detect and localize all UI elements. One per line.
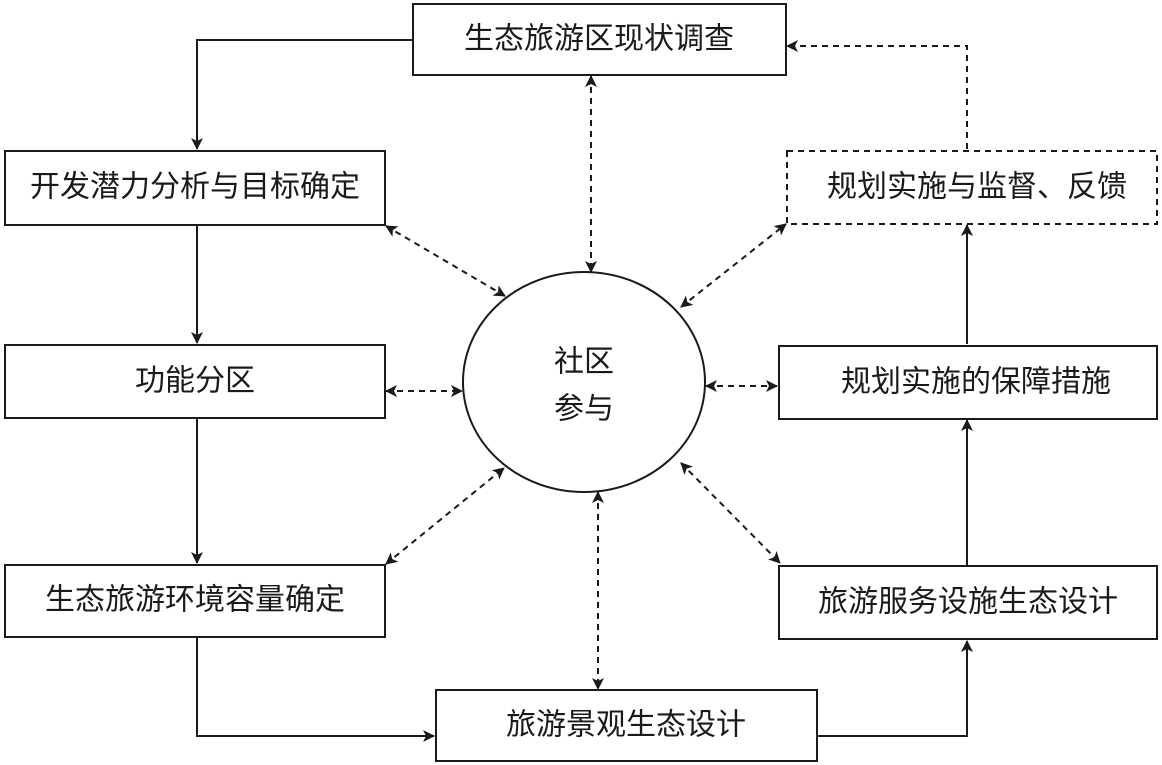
survey-node: 生态旅游区现状调查 [412, 3, 787, 76]
community-participation-node: 社区 参与 [462, 271, 706, 493]
center-label-line2: 参与 [554, 392, 614, 427]
link-center-facilities [680, 462, 781, 564]
facilities-label: 旅游服务设施生态设计 [818, 585, 1118, 620]
link-center-capacity [385, 467, 505, 565]
safeguard-node: 规划实施的保障措施 [778, 345, 1158, 420]
link-center-potential [385, 225, 506, 297]
survey-label: 生态旅游区现状调查 [464, 22, 734, 57]
safeguard-label: 规划实施的保障措施 [841, 365, 1111, 400]
flow-landscape-to-facilities [818, 640, 973, 737]
flow-survey-to-potential [191, 39, 413, 150]
potential-node: 开发潜力分析与目标确定 [4, 150, 386, 226]
facilities-node: 旅游服务设施生态设计 [778, 565, 1158, 640]
flow-capacity-to-landscape [196, 638, 435, 742]
feedback-monitoring-to-survey [786, 40, 968, 149]
zoning-node: 功能分区 [4, 344, 386, 419]
zoning-label: 功能分区 [135, 364, 255, 399]
capacity-node: 生态旅游环境容量确定 [4, 564, 386, 638]
landscape-label: 旅游景观生态设计 [506, 708, 746, 743]
capacity-label: 生态旅游环境容量确定 [45, 583, 345, 618]
potential-label: 开发潜力分析与目标确定 [30, 170, 360, 205]
link-center-monitoring [680, 223, 787, 308]
monitoring-node: 规划实施与监督、反馈 [786, 150, 1158, 225]
monitoring-label: 规划实施与监督、反馈 [827, 170, 1127, 205]
center-label-line1: 社区 [554, 345, 614, 380]
landscape-node: 旅游景观生态设计 [435, 689, 818, 762]
